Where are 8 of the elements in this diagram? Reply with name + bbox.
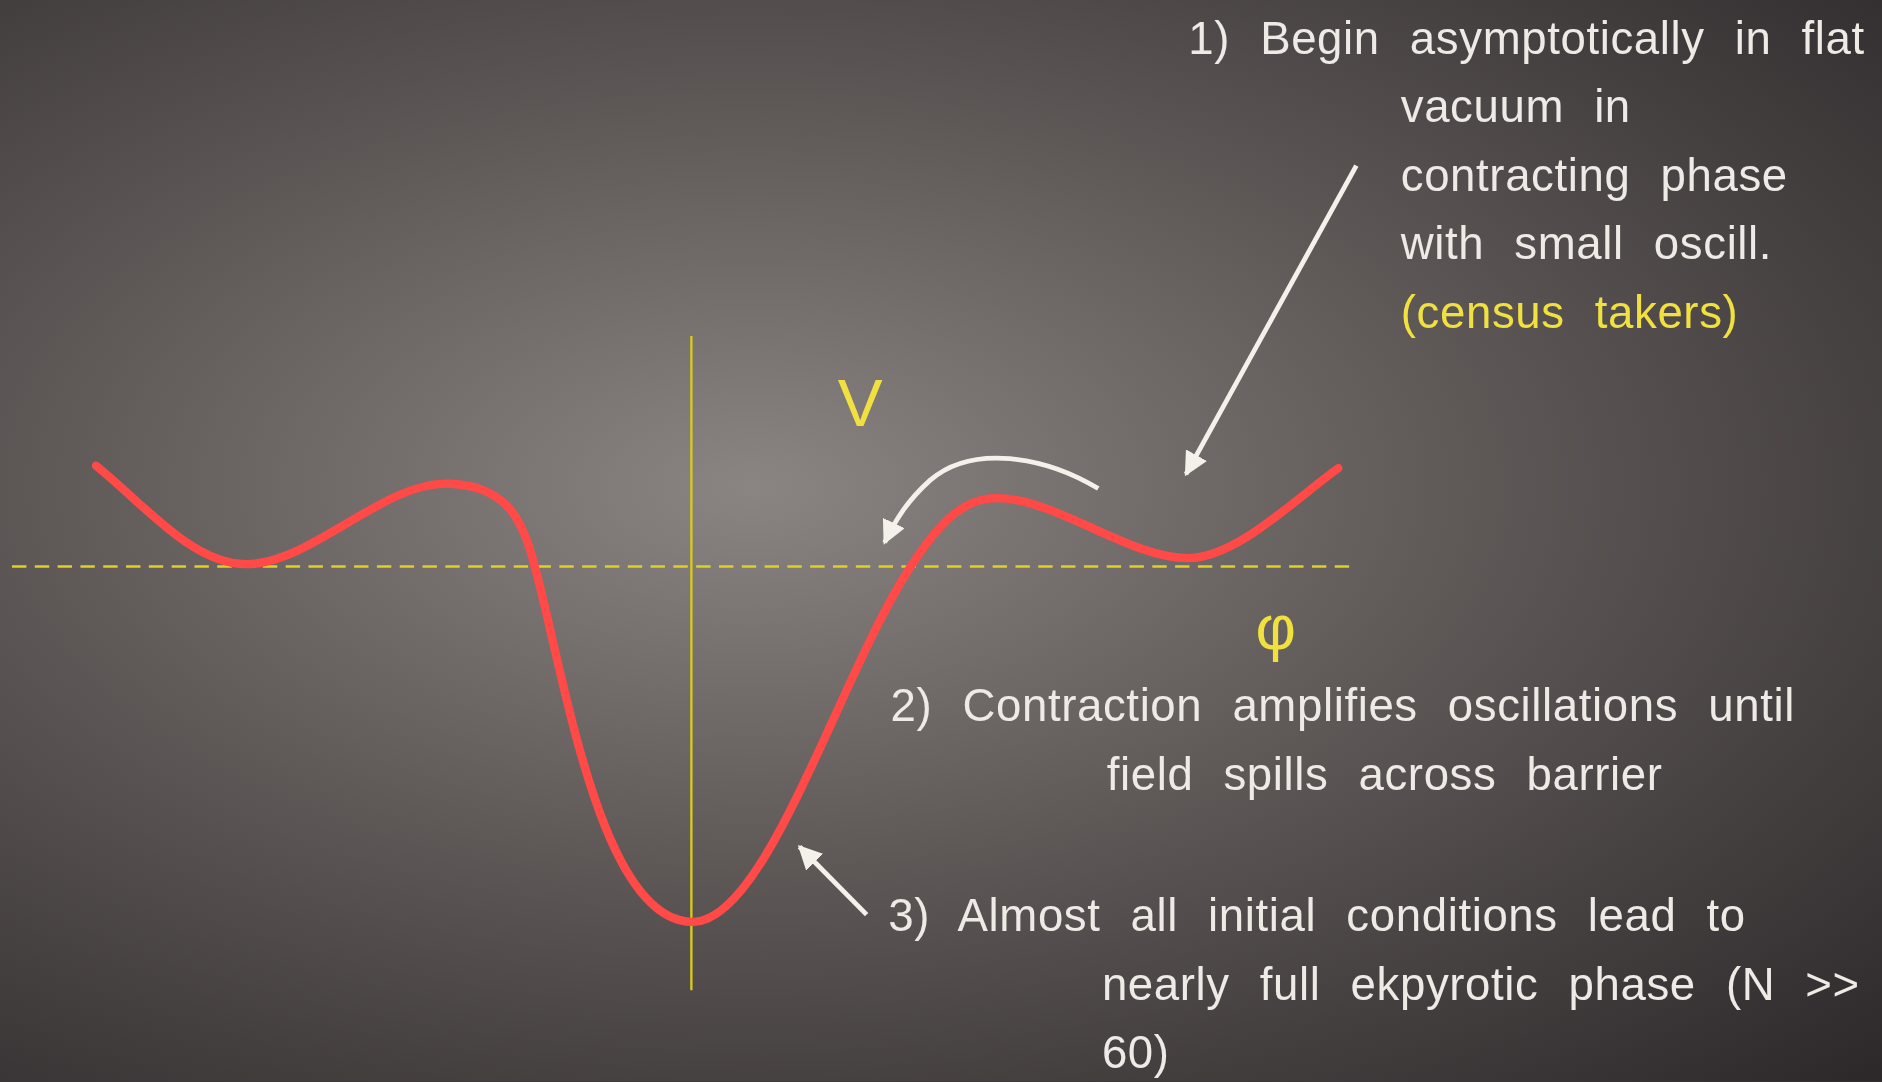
annotation-text: 1) Begin asymptotically in flat vacuum in contracting phase with small oscill.	[1188, 12, 1866, 271]
arrow	[797, 845, 869, 917]
axis-label: φ	[1255, 594, 1297, 663]
annotation-text: 2) Contraction amplifies oscillations until field spills across barrier	[890, 679, 1796, 802]
annotation-text: (census takers)	[1399, 285, 1740, 340]
annotation-text: 3) Almost all initial conditions lead to nearly full ekpyrotic phase (N >> 60)	[888, 882, 1873, 1082]
axis-label: V	[837, 366, 884, 440]
arrow	[1183, 164, 1359, 477]
